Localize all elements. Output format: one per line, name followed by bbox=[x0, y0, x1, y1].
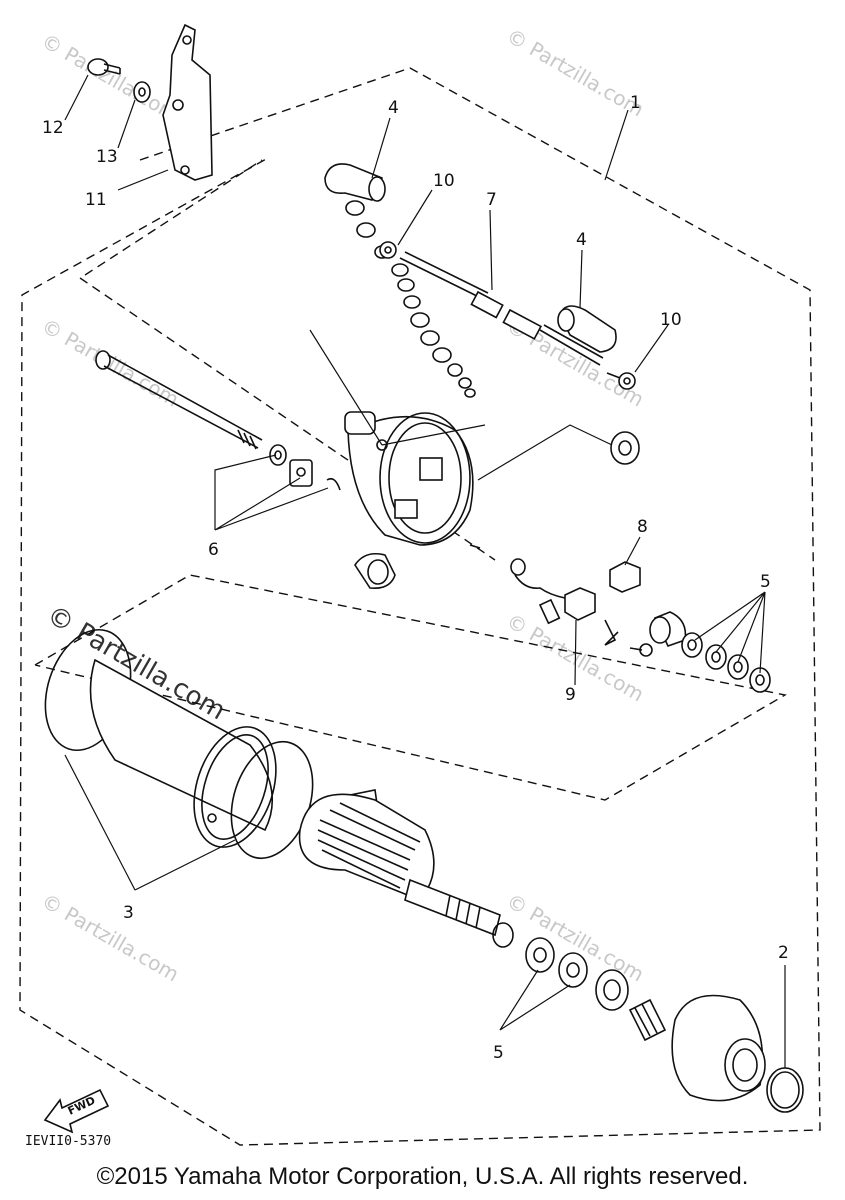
copyright-notice: ©2015 Yamaha Motor Corporation, U.S.A. A… bbox=[96, 1163, 749, 1190]
leader-lines bbox=[64, 74, 786, 1068]
callout-5-right: 5 bbox=[760, 572, 771, 592]
watermark: © Partzilla.com bbox=[503, 24, 649, 122]
callouts: 1 2 3 4 4 5 5 6 7 8 9 10 10 11 12 13 bbox=[42, 93, 789, 1063]
washers-part-5-lower bbox=[525, 937, 588, 988]
callout-10-right: 10 bbox=[660, 310, 682, 330]
terminal-rod-part-7 bbox=[399, 251, 604, 366]
terminal-nut-part-10-top bbox=[379, 241, 397, 259]
callout-8: 8 bbox=[637, 517, 648, 537]
spring-clip bbox=[604, 619, 653, 657]
armature bbox=[298, 789, 501, 937]
bracket-part-11 bbox=[162, 23, 213, 181]
callout-3: 3 bbox=[123, 903, 134, 923]
washers-part-6 bbox=[269, 444, 341, 491]
fwd-arrow-icon: FWD bbox=[43, 1088, 110, 1134]
callout-12: 12 bbox=[42, 118, 64, 138]
washer-part-13 bbox=[133, 81, 151, 103]
front-cover bbox=[671, 994, 766, 1102]
drawing-code: IEVII0-5370 bbox=[25, 1134, 111, 1149]
yoke-housing bbox=[89, 658, 277, 848]
bearing-rear bbox=[610, 431, 640, 465]
brush-clip bbox=[354, 552, 396, 590]
bushing-right bbox=[649, 611, 687, 647]
bearing-lower bbox=[595, 969, 629, 1011]
bolt-part-12 bbox=[87, 58, 121, 76]
boot-part-4-top bbox=[324, 163, 386, 202]
callout-6: 6 bbox=[208, 540, 219, 560]
callout-7: 7 bbox=[486, 190, 497, 210]
callout-2: 2 bbox=[778, 943, 789, 963]
boot-part-4-right bbox=[557, 305, 617, 353]
circlip bbox=[492, 922, 514, 948]
washer-stack-top bbox=[345, 200, 476, 398]
needle-bearing bbox=[628, 998, 667, 1042]
through-bolt bbox=[95, 350, 263, 450]
brush-part-9 bbox=[469, 544, 596, 625]
watermark: © Partzilla.com bbox=[38, 889, 184, 987]
assembly-outline bbox=[19, 67, 821, 1146]
watermark: © Partzilla.com bbox=[38, 29, 184, 127]
callout-5-lower: 5 bbox=[493, 1043, 504, 1063]
brush-part-8 bbox=[609, 561, 641, 593]
terminal-nut-part-10-right bbox=[606, 372, 636, 390]
callout-13: 13 bbox=[96, 147, 118, 167]
callout-4-top: 4 bbox=[388, 98, 399, 118]
rear-cover bbox=[344, 411, 474, 546]
callout-10-top: 10 bbox=[433, 171, 455, 191]
o-ring-part-2 bbox=[766, 1067, 804, 1113]
callout-11: 11 bbox=[85, 190, 107, 210]
callout-9: 9 bbox=[565, 685, 576, 705]
callout-1: 1 bbox=[630, 93, 641, 113]
callout-4-right: 4 bbox=[576, 230, 587, 250]
